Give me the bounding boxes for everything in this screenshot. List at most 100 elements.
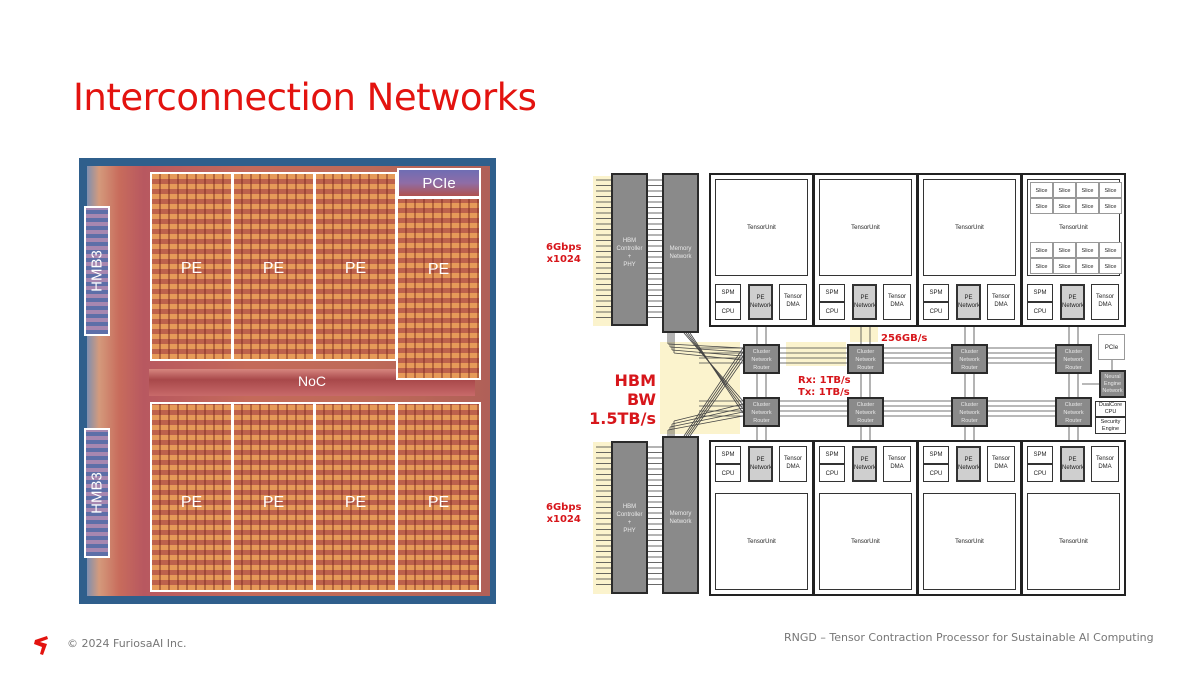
- pe-block: PE: [314, 172, 397, 361]
- cpu-label: CPU: [721, 471, 735, 477]
- : Router: [753, 365, 770, 371]
- cpu-block: CPU: [923, 302, 949, 320]
- : DMA: [890, 464, 904, 470]
- tensor-unit: TensorUnit: [819, 179, 912, 276]
- pe-label: PE: [427, 261, 450, 278]
- cpu-label: CPU: [721, 309, 735, 315]
- cpu-label: CPU: [1033, 471, 1047, 477]
- pe-label: PE: [344, 494, 367, 511]
- pe-block: PE: [150, 402, 233, 592]
- memory-router-link: [671, 407, 744, 425]
- : PE: [964, 295, 973, 301]
- slice-label: Slice: [1035, 248, 1048, 254]
- slice-label: Slice: [1058, 188, 1071, 194]
- memory-router-link: [669, 346, 744, 353]
- slice-block: Slice: [1030, 182, 1053, 198]
- : Cluster: [856, 402, 875, 408]
- : Network: [751, 357, 772, 363]
- pcie-block: PCIe: [1098, 334, 1125, 360]
- tensor-unit: TensorUnit: [923, 179, 1016, 276]
- : Tensor: [887, 294, 906, 300]
- : DMA: [1098, 464, 1112, 470]
- tensor-unit-label: TensorUnit: [955, 539, 984, 545]
- : Network: [959, 410, 980, 416]
- spm-block: SPM: [715, 446, 741, 464]
- spm-label: SPM: [929, 290, 943, 296]
- slice-label: Slice: [1104, 264, 1117, 270]
- slice-label: Slice: [1035, 188, 1048, 194]
- : Network: [958, 303, 981, 309]
- : Network: [854, 303, 877, 309]
- tensor-unit-label: TensorUnit: [851, 539, 880, 545]
- : Network: [854, 465, 877, 471]
- pe-block: PE: [314, 402, 397, 592]
- pe-network-block: PE Network: [1060, 284, 1085, 320]
- : PE: [1068, 295, 1077, 301]
- cpu-block: CPU: [923, 464, 949, 482]
- cpu-label: CPU: [929, 471, 943, 477]
- slice-block: Slice: [1076, 182, 1099, 198]
- : Network: [1062, 303, 1085, 309]
- cpu-block: CPU: [819, 302, 845, 320]
- memory-router-link: [689, 359, 744, 437]
- memory-router-link: [685, 351, 744, 437]
- die-photo: HMB3 HMB3 PCIe NoC PE PE PE PE PE PE PE …: [79, 158, 496, 604]
- cpu-block: CPU: [715, 464, 741, 482]
- slice-block: Slice: [1030, 258, 1053, 274]
- memory-router-link: [683, 332, 744, 402]
- : Router: [961, 365, 978, 371]
- : Tensor: [887, 456, 906, 462]
- : Cluster: [856, 349, 875, 355]
- slice-block: Slice: [1099, 198, 1122, 214]
- : PE: [1068, 457, 1077, 463]
- : Network: [1062, 465, 1085, 471]
- slice-label: Slice: [1081, 264, 1094, 270]
- pe-network-block: PE Network: [1060, 446, 1085, 482]
- furiosa-logo-icon: [33, 635, 51, 662]
- spm-block: SPM: [715, 284, 741, 302]
- slice-label: Slice: [1104, 188, 1117, 194]
- : Tensor: [991, 294, 1010, 300]
- tensor-unit-label: TensorUnit: [747, 225, 776, 231]
- pe-label: PE: [180, 494, 203, 511]
- slice-block: Slice: [1076, 258, 1099, 274]
- tensor-unit: TensorUnit: [715, 179, 808, 276]
- spm-label: SPM: [929, 452, 943, 458]
- link-bandwidth-256: 256GB/s: [881, 333, 928, 344]
- : Tensor: [991, 456, 1010, 462]
- pe-network-block: PE Network: [956, 284, 981, 320]
- slice-label: Slice: [1058, 248, 1071, 254]
- spm-block: SPM: [819, 446, 845, 464]
- : Network: [958, 465, 981, 471]
- slice-block: Slice: [1053, 242, 1076, 258]
- : Router: [857, 365, 874, 371]
- pe-network-label: PE Network: [1062, 294, 1085, 310]
- spm-block: SPM: [923, 284, 949, 302]
- spm-label: SPM: [1033, 452, 1047, 458]
- tensor-unit-label: TensorUnit: [1059, 225, 1088, 231]
- memory-router-link: [683, 347, 744, 437]
- pe-block: PE: [150, 172, 233, 361]
- slice-block: Slice: [1076, 198, 1099, 214]
- slice-label: Slice: [1081, 188, 1094, 194]
- pe-block: PE: [232, 172, 315, 361]
- presentation-subtitle: RNGD – Tensor Contraction Processor for …: [784, 631, 1154, 644]
- : Tensor: [783, 294, 802, 300]
